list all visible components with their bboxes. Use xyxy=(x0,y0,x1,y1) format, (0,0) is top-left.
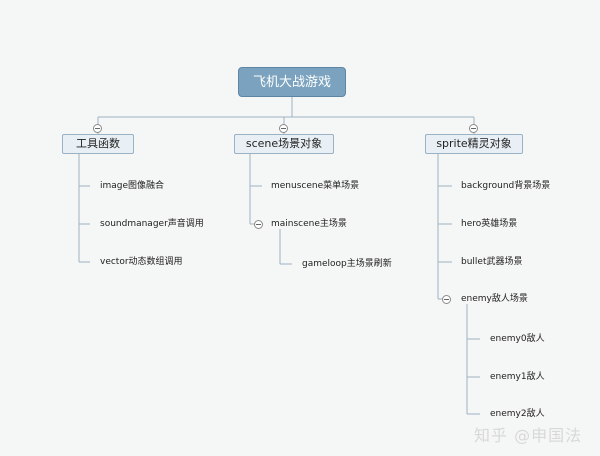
collapse-icon[interactable] xyxy=(469,124,478,133)
branch-node-sprite[interactable]: sprite精灵对象 xyxy=(425,134,523,154)
leaf-node[interactable]: menuscene菜单场景 xyxy=(271,181,360,191)
collapse-icon[interactable] xyxy=(442,295,451,304)
root-node[interactable]: 飞机大战游戏 xyxy=(238,67,346,97)
branch-node-tools[interactable]: 工具函数 xyxy=(62,134,134,154)
leaf-node[interactable]: hero英雄场景 xyxy=(461,219,518,229)
collapse-icon[interactable] xyxy=(254,220,263,229)
leaf-node[interactable]: gameloop主场景刷新 xyxy=(302,259,392,269)
leaf-node[interactable]: mainscene主场景 xyxy=(271,219,347,229)
collapse-icon[interactable] xyxy=(93,124,102,133)
leaf-node[interactable]: vector动态数组调用 xyxy=(100,257,183,267)
leaf-node[interactable]: background背景场景 xyxy=(461,181,551,191)
watermark: 知乎 @申国法 xyxy=(474,426,583,445)
leaf-node[interactable]: bullet武器场景 xyxy=(461,257,523,267)
leaf-node[interactable]: enemy1敌人 xyxy=(490,372,545,382)
collapse-icon[interactable] xyxy=(279,124,288,133)
leaf-node[interactable]: enemy0敌人 xyxy=(490,334,545,344)
leaf-node[interactable]: image图像融合 xyxy=(100,181,165,191)
leaf-node[interactable]: enemy2敌人 xyxy=(490,409,545,419)
branch-node-scene[interactable]: scene场景对象 xyxy=(234,134,334,154)
leaf-node[interactable]: soundmanager声音调用 xyxy=(100,219,204,229)
leaf-node[interactable]: enemy敌人场景 xyxy=(461,294,528,304)
